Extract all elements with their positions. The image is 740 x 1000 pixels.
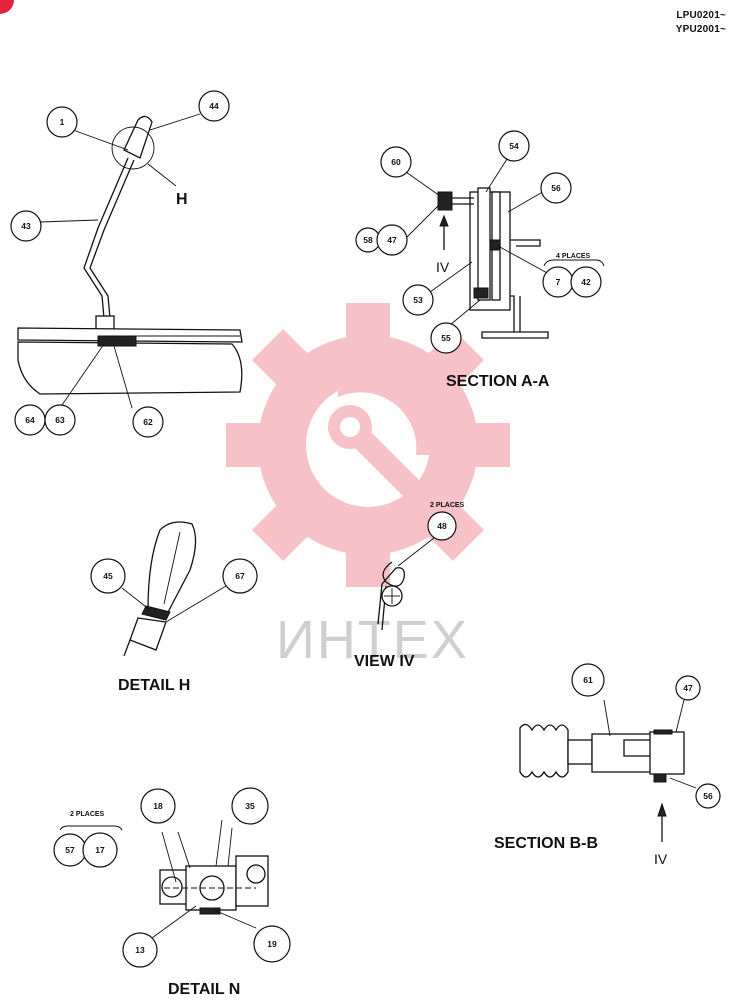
two-places-note-detail-n: 2 PLACES <box>70 811 105 818</box>
svg-text:35: 35 <box>245 801 255 811</box>
lever-assembly: H <box>17 113 243 409</box>
balloon-48: 48 <box>427 511 457 541</box>
svg-text:18: 18 <box>153 801 163 811</box>
svg-text:67: 67 <box>235 571 245 581</box>
section-a-a-title: SECTION A-A <box>446 373 550 390</box>
balloon-45: 45 <box>90 558 126 594</box>
balloon-62: 62 <box>132 406 164 438</box>
balloon-53: 53 <box>402 284 434 316</box>
svg-text:43: 43 <box>21 221 31 231</box>
balloon-1: 1 <box>46 106 78 138</box>
balloon-61: 61 <box>571 663 605 697</box>
serial-number-1: LPU0201~ <box>676 10 726 21</box>
detail-n: 2 PLACES DETAIL N <box>59 811 269 998</box>
balloon-18: 18 <box>140 788 176 824</box>
svg-text:58: 58 <box>363 235 373 245</box>
svg-text:63: 63 <box>55 415 65 425</box>
balloon-57: 57 <box>53 833 87 867</box>
serial-number-2: YPU2001~ <box>675 24 726 35</box>
svg-text:44: 44 <box>209 101 219 111</box>
svg-text:53: 53 <box>413 295 423 305</box>
detail-h-title: DETAIL H <box>118 677 190 694</box>
svg-text:13: 13 <box>135 945 145 955</box>
watermark-text: ИНТЕХ <box>276 610 469 670</box>
balloon-67: 67 <box>222 558 258 594</box>
balloon-56-section-b: 56 <box>695 783 721 809</box>
svg-text:56: 56 <box>551 183 561 193</box>
svg-text:47: 47 <box>387 235 397 245</box>
balloon-47: 47 <box>376 224 408 256</box>
svg-text:48: 48 <box>437 521 447 531</box>
svg-text:56: 56 <box>703 791 713 801</box>
watermark-gear-logo <box>226 303 510 587</box>
balloon-55: 55 <box>430 322 462 354</box>
section-a-a: IV 4 PLACES SECTION A-A <box>405 147 605 390</box>
section-b-b-title: SECTION B-B <box>494 835 598 852</box>
svg-text:45: 45 <box>103 571 113 581</box>
balloon-43: 43 <box>10 210 42 242</box>
view-iv-arrow-label-a: IV <box>436 259 450 275</box>
svg-text:17: 17 <box>95 845 105 855</box>
balloon-56: 56 <box>540 172 572 204</box>
svg-text:55: 55 <box>441 333 451 343</box>
svg-text:60: 60 <box>391 157 401 167</box>
detail-h: DETAIL H <box>118 521 227 694</box>
section-b-b: IV SECTION B-B <box>494 699 697 867</box>
view-iv-title: VIEW IV <box>354 653 415 670</box>
balloon-54: 54 <box>498 130 530 162</box>
svg-text:54: 54 <box>509 141 519 151</box>
balloon-64: 64 <box>14 404 46 436</box>
view-iv: 2 PLACES VIEW IV <box>354 502 465 670</box>
svg-text:57: 57 <box>65 845 75 855</box>
svg-text:7: 7 <box>556 277 561 287</box>
balloon-13: 13 <box>122 932 158 968</box>
svg-text:62: 62 <box>143 417 153 427</box>
balloon-63: 63 <box>44 404 76 436</box>
svg-text:61: 61 <box>583 675 593 685</box>
balloon-17: 17 <box>82 832 118 868</box>
svg-text:47: 47 <box>683 683 693 693</box>
svg-text:42: 42 <box>581 277 591 287</box>
svg-text:19: 19 <box>267 939 277 949</box>
detail-h-callout-letter: H <box>176 191 188 208</box>
two-places-note-view-iv: 2 PLACES <box>430 502 465 509</box>
detail-n-title: DETAIL N <box>168 981 240 998</box>
four-places-note: 4 PLACES <box>556 253 591 260</box>
balloon-44: 44 <box>198 90 230 122</box>
svg-text:64: 64 <box>25 415 35 425</box>
balloon-42: 42 <box>570 266 602 298</box>
view-iv-arrow-label-b: IV <box>654 851 668 867</box>
balloon-47-section-b: 47 <box>675 675 701 701</box>
balloon-35: 35 <box>231 787 269 825</box>
balloon-7: 7 <box>542 266 574 298</box>
balloon-58: 58 <box>355 227 381 253</box>
svg-text:1: 1 <box>60 117 65 127</box>
balloon-19: 19 <box>253 925 291 963</box>
balloon-60: 60 <box>380 146 412 178</box>
